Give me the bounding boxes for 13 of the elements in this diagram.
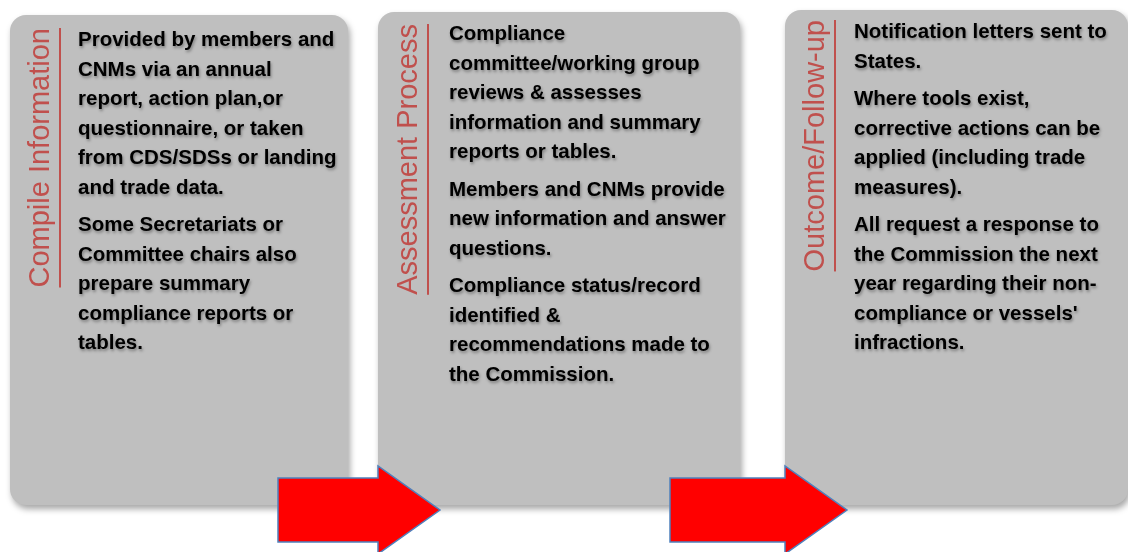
- description-text: Members and CNMs provide new information and answer questions.: [449, 175, 727, 261]
- description-text: All request a response to the Commission the next year regarding their non-compliance or vessels' infractions.: [854, 211, 1100, 355]
- description-text: Notification letters sent to States.: [854, 18, 1108, 74]
- description-text: Compliance status/record identified & recommendations made to the Commission.: [449, 272, 711, 387]
- block-arrow: [277, 464, 442, 552]
- block-arrow: [669, 464, 849, 552]
- description-text: Some Secretariats or Committee chairs also prepare summary compliance reports or tables.: [78, 211, 298, 355]
- process-card: [785, 10, 1128, 505]
- description-text: Where tools exist, corrective actions can be applied (including trade measures).: [854, 85, 1102, 200]
- process-card: [378, 12, 740, 505]
- description-text: Provided by members and CNMs via an annual report, action plan,or questionnaire, or taken from CDS/SDSs or landing and trade data.: [78, 26, 338, 200]
- process-card: [10, 15, 348, 505]
- description-text: Compliance committee/working group reviews & assesses information and summary reports or tables.: [449, 20, 702, 164]
